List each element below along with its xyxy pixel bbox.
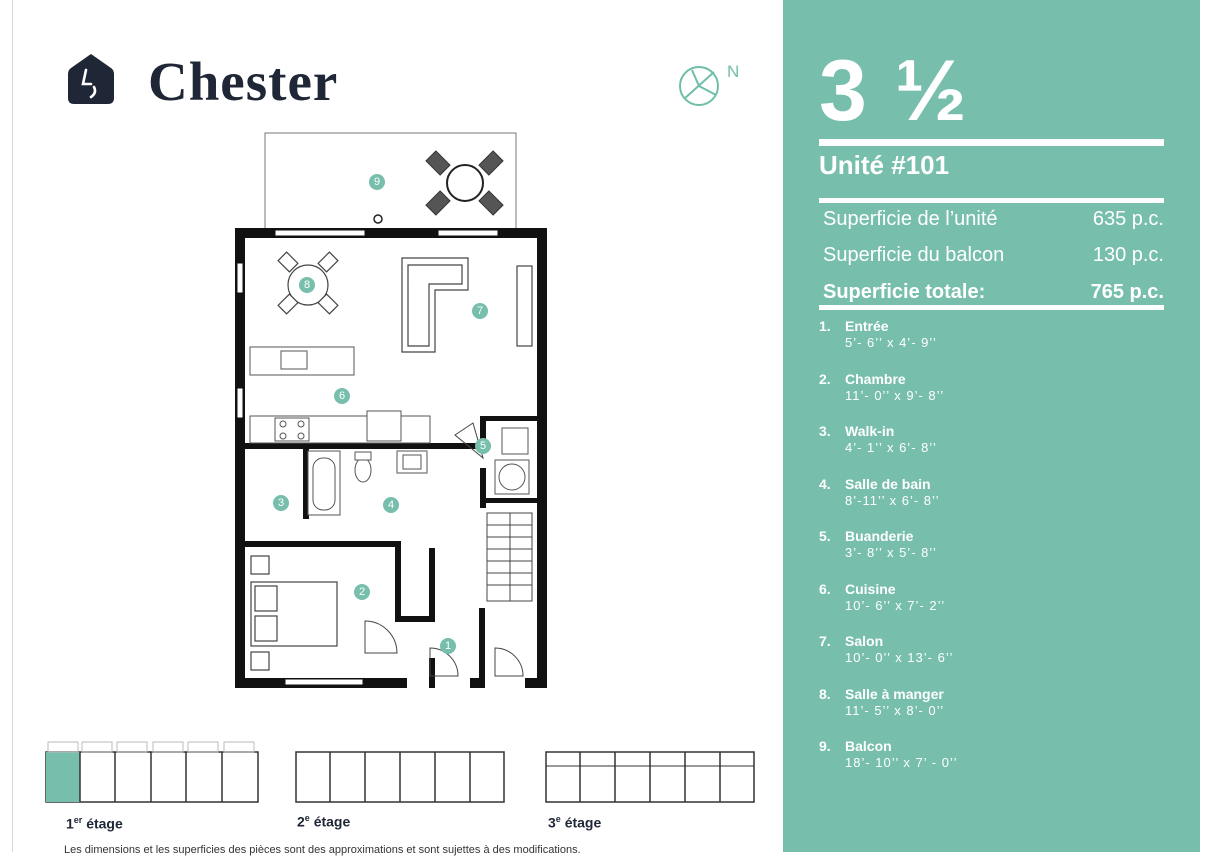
area-row-total: Superficie totale:765 p.c. [823,281,1164,303]
room-marker-label-5: 5 [480,440,486,452]
divider-mid [819,198,1164,203]
floor-label-1: 1er étage [66,815,123,832]
compass-icon [679,66,719,106]
room-marker-label-6: 6 [339,390,345,402]
room-marker-5 [475,438,491,454]
room-marker-label-2: 2 [359,586,365,598]
divider-bottom [819,305,1164,310]
north-label: N [727,62,740,81]
page-right-border [1200,0,1206,852]
room-marker-4 [383,497,399,513]
room-marker-9 [369,174,385,190]
key-plan-floor-3 [545,751,755,803]
room-marker-7 [472,303,488,319]
room-marker-label-4: 4 [388,499,394,511]
unit-number: Unité #101 [819,150,950,180]
room-marker-8 [299,277,315,293]
divider-top [819,139,1164,146]
key-plan-floor-1 [45,741,259,803]
footnote: Les dimensions et les superficies des pi… [64,844,581,856]
room-marker-2 [354,584,370,600]
key-plan-floor-2 [295,751,505,803]
room-markers: 1 2 3 4 5 6 7 8 9 [273,174,491,654]
floor-label-2: 2e étage [297,813,351,830]
room-marker-6 [334,388,350,404]
patio-table [425,150,504,216]
room-marker-1 [440,638,456,654]
floor-label-3: 3e étage [548,814,602,831]
room-marker-label-9: 9 [374,176,380,188]
room-marker-label-8: 8 [304,279,310,291]
house-logo-icon [68,54,114,104]
room-marker-3 [273,495,289,511]
brand-name: Chester [148,51,339,112]
room-marker-label-1: 1 [445,640,451,652]
room-marker-label-3: 3 [278,497,284,509]
page-left-border [12,0,13,852]
rooms-count: 3 ½ [819,43,969,139]
floor-plan-drawing: 1 2 3 4 5 6 7 8 9 [235,132,547,688]
room-marker-label-7: 7 [477,305,483,317]
